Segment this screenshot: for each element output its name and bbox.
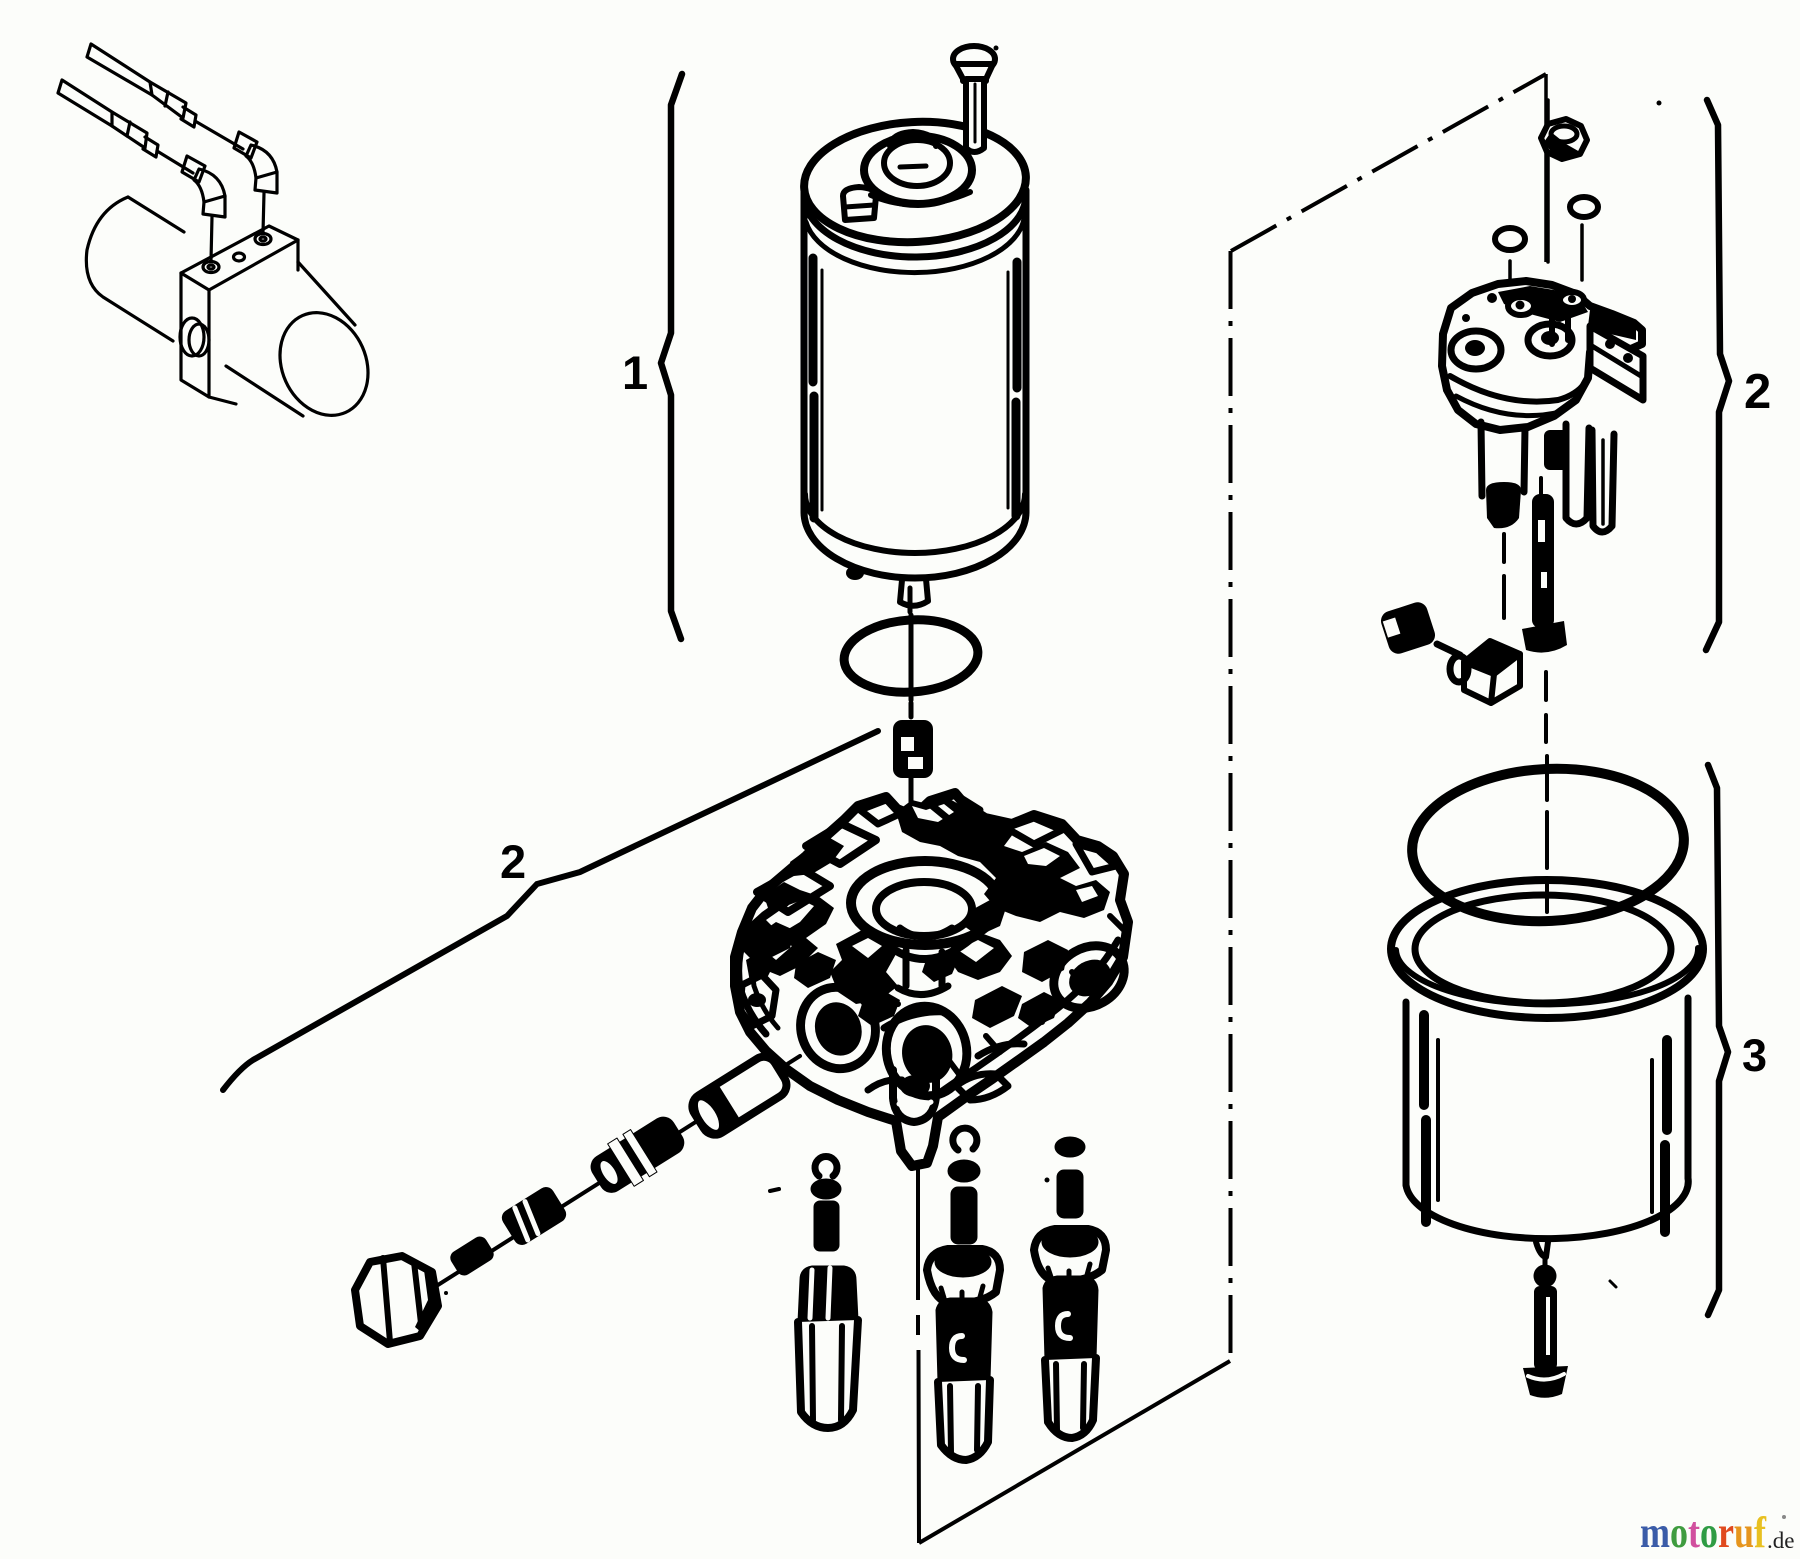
- svg-text:2: 2: [500, 835, 526, 888]
- svg-text:.de: .de: [1767, 1528, 1794, 1553]
- svg-text:motoruf: motoruf: [1640, 1508, 1767, 1557]
- svg-text:3: 3: [1742, 1030, 1767, 1081]
- svg-text:2: 2: [1744, 365, 1771, 419]
- svg-text:1: 1: [622, 346, 648, 399]
